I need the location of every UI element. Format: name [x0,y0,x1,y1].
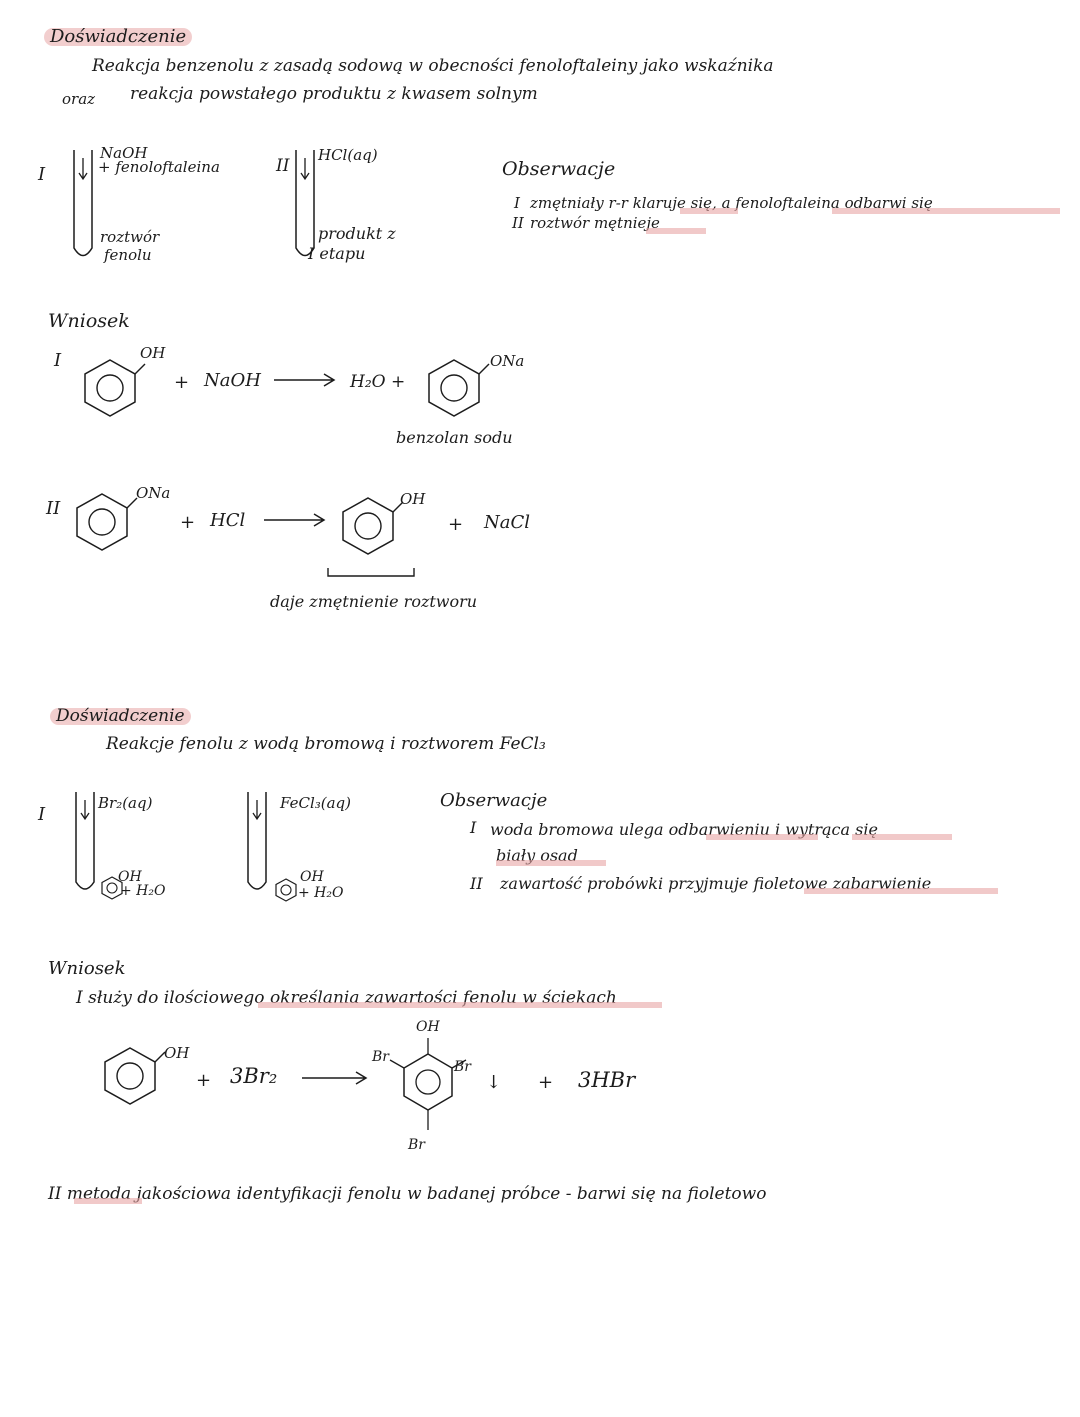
exp2-conclusion-line2: II metoda jakościowa identyfikacji fenol… [48,1184,767,1204]
exp2-reaction-top: OH [416,1019,440,1035]
highlight-mark [804,888,998,894]
exp1-observation2-text: roztwór mętnieje [530,214,660,232]
exp1-tube1-icon [73,150,93,257]
exp1-observation1-prefix: I [514,194,520,212]
exp1-tube2-content: produkt z [318,224,396,243]
exp2-reaction-br-bottom: Br [408,1137,425,1153]
benzene-ring-icon [101,876,123,900]
exp1-heading: Doświadczenie [44,28,193,46]
highlight-mark [680,208,738,214]
exp2-reaction-reagent: 3Br₂ [230,1064,278,1088]
exp1-description-line1: Reakcja benzenolu z zasadą sodową w obec… [92,56,774,76]
exp1-observation2-prefix: II [512,214,524,232]
exp1-r2-product2: NaCl [484,512,531,533]
exp1-tube1-reagent2: + fenoloftaleina [98,158,220,176]
exp1-r1-sub1: OH [140,344,166,362]
exp1-r1-product1: H₂O + [350,372,406,392]
exp2-heading: Doświadczenie [50,708,191,725]
tribromophenol-ring-icon [389,1038,467,1130]
exp1-observations-title: Obserwacje [502,158,616,180]
exp2-tube1-water: + H₂O [120,883,166,899]
arrow-right-icon [274,373,336,387]
exp2-reaction-br-right: Br [454,1059,471,1075]
arrow-right-icon [264,513,326,527]
exp2-observation2-prefix: II [470,874,483,893]
exp1-r2-sub1: ONa [136,484,171,502]
arrow-right-icon [302,1071,368,1085]
exp2-reaction-product2: 3HBr [578,1068,636,1092]
exp2-tube1-sub: OH [118,869,142,885]
exp1-r2-caption: daje zmętnienie roztworu [270,592,478,611]
exp1-r2-plus: + [180,512,196,533]
exp2-tube2-icon [247,792,267,890]
highlight-mark [832,208,1060,214]
exp1-tube1-content2: fenolu [104,246,152,264]
exp1-tube1-content: roztwór [100,228,160,246]
exp2-reaction-br-left: Br [372,1049,389,1065]
exp1-r1-roman: I [54,350,62,371]
exp1-r2-reagent: HCl [210,510,246,531]
exp2-tube1-reagent: Br₂(aq) [98,794,153,812]
highlight-mark [258,1002,662,1008]
exp1-tube2-icon [295,150,315,257]
benzene-ring-icon [100,1046,166,1110]
exp2-reaction-sub1: OH [164,1044,190,1062]
exp1-tube2-reagent: HCl(aq) [318,146,378,164]
exp1-r2-sub2: OH [400,490,426,508]
exp2-observation2-text: zawartość probówki przyjmuje fioletowe z… [500,874,932,893]
exp2-tube1-icon [75,792,95,890]
exp1-tube1-roman: I [38,164,46,185]
exp2-tube2-sub: OH [300,869,324,885]
exp2-description: Reakcje fenolu z wodą bromową i roztwore… [106,734,546,754]
exp2-reaction-precipitate-arrow: ↓ [486,1072,502,1093]
exp1-description-line2: reakcja powstałego produktu z kwasem sol… [130,84,538,104]
highlight-mark [496,860,606,866]
benzene-ring-icon [424,358,490,422]
exp2-observation1-prefix: I [470,818,477,837]
exp2-observation1-text: woda bromowa ulega odbarwieniu i wytrąca… [490,820,878,839]
exp2-tube2-reagent: FeCl₃(aq) [280,794,352,812]
exp2-observations-title: Obserwacje [440,790,548,811]
benzene-ring-icon [72,492,138,556]
highlight-mark [646,228,706,234]
benzene-ring-icon [80,358,146,422]
bracket-icon [327,568,415,577]
highlight-mark [852,834,952,840]
exp2-observation1b-text: biały osad [496,846,578,865]
exp2-tube2-water: + H₂O [298,885,344,901]
exp2-reaction-plus2: + [538,1072,554,1093]
exp1-r2-roman: II [46,498,61,519]
benzene-ring-icon [338,496,404,560]
exp1-r2-plus2: + [448,514,464,535]
exp1-r1-caption: benzolan sodu [396,428,513,447]
exp1-r1-plus: + [174,372,190,393]
highlight-mark [706,834,818,840]
exp1-r1-sub2: ONa [490,352,525,370]
highlight-mark [74,1198,142,1204]
exp1-tube1-reagent: NaOH [100,144,148,162]
exp2-tube1-roman: I [38,804,46,825]
exp1-description-oraz: oraz [62,90,96,108]
exp2-conclusion-title: Wniosek [48,958,126,979]
exp1-tube2-roman: II [276,156,290,176]
benzene-ring-icon [275,878,297,902]
exp1-tube2-content2: I etapu [308,244,366,263]
exp1-observation1-text: zmętniały r-r klaruje się, a fenoloftale… [530,194,933,212]
exp1-conclusion-title: Wniosek [48,310,130,332]
exp2-reaction-plus1: + [196,1070,212,1091]
exp1-r1-reagent: NaOH [204,370,261,391]
